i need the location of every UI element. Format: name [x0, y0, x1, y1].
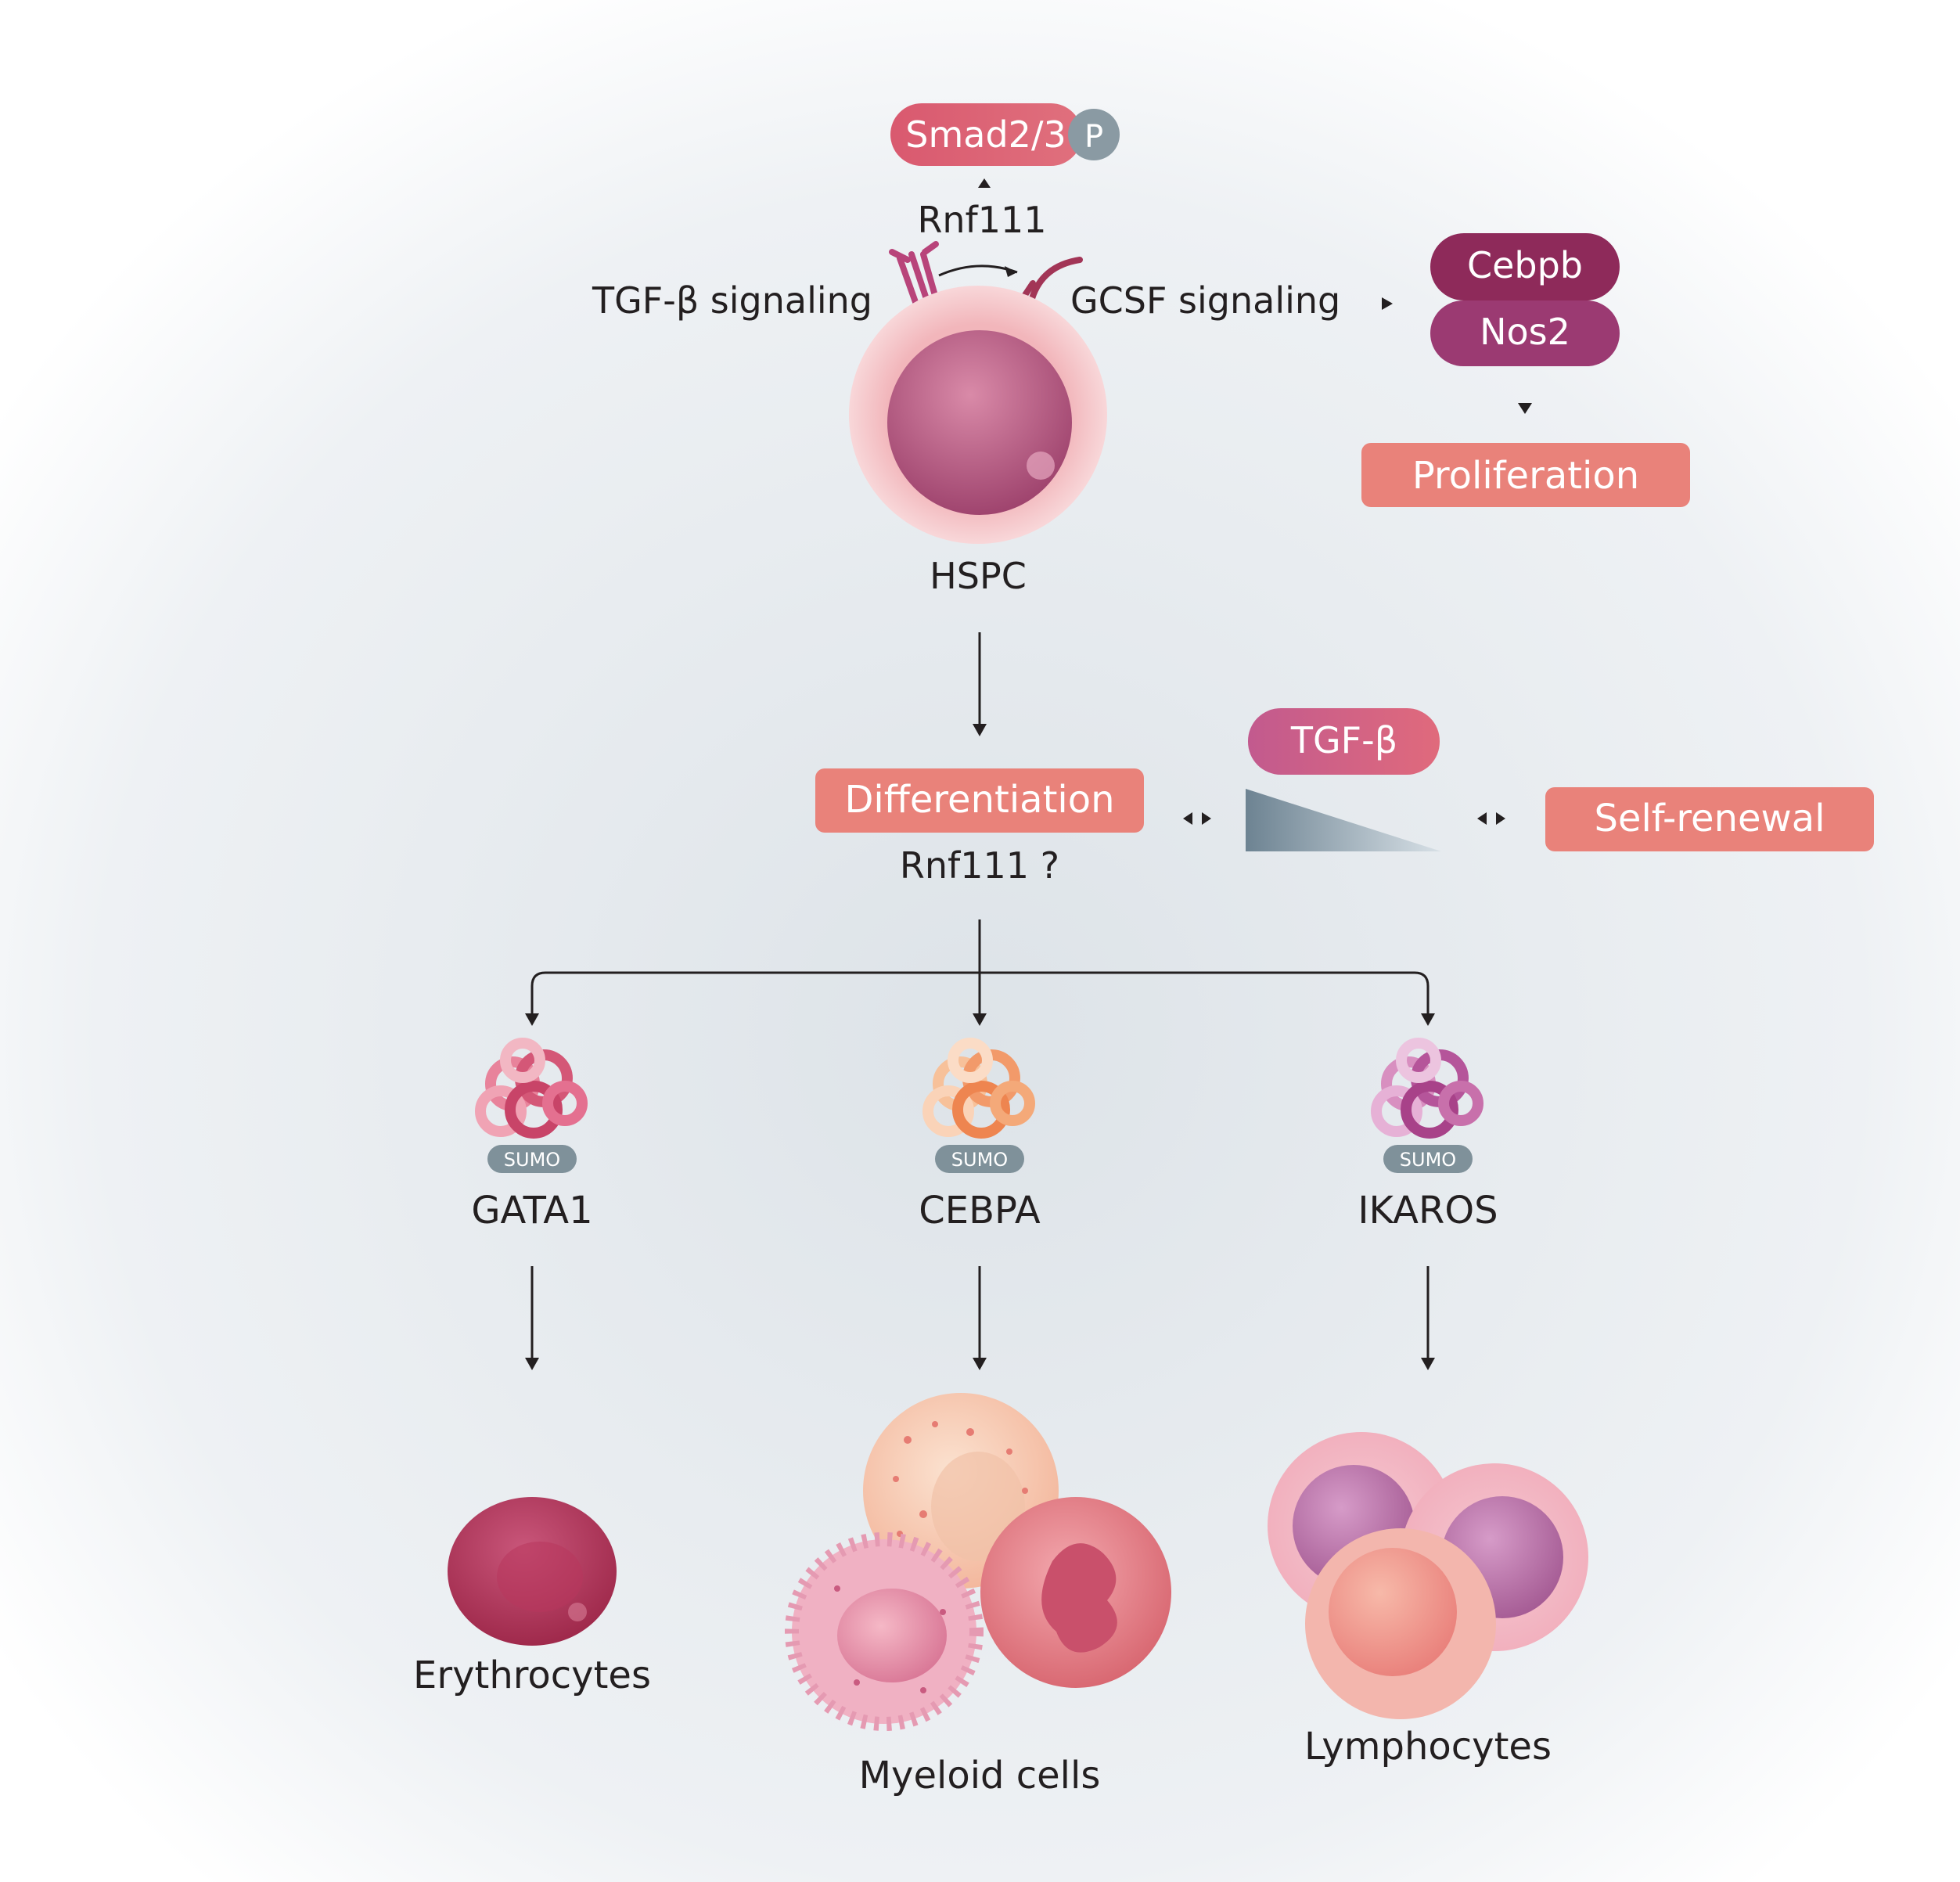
phospho-badge	[1068, 109, 1120, 160]
tgfb-pill	[1248, 708, 1440, 775]
arrowhead-cebpa	[973, 1013, 987, 1026]
self-renewal-box	[1545, 787, 1874, 851]
gata1-sumo-tag	[487, 1145, 577, 1173]
smad-label: Smad2/3	[905, 113, 1066, 156]
gata1-label: GATA1	[471, 1189, 592, 1232]
tgfb-signaling-label: TGF-β signaling	[592, 279, 872, 322]
cebpa-label: CEBPA	[919, 1189, 1041, 1232]
ikaros-protein-icon: SUMO	[1371, 1038, 1483, 1173]
double-arrow-left	[1183, 812, 1211, 825]
smad-phospho-group: Smad2/3 P	[890, 103, 1120, 166]
rnf111-top-label: Rnf111	[917, 199, 1046, 241]
differentiation-label: Differentiation	[844, 778, 1114, 822]
ikaros-sumo-tag	[1383, 1145, 1473, 1173]
cebpb-pill	[1430, 233, 1620, 300]
hspc-to-differentiation-arrowhead	[973, 724, 987, 736]
double-arrow-right	[1477, 812, 1505, 825]
cebpa-protein-icon: SUMO	[922, 1038, 1035, 1173]
hspc-nucleus	[887, 330, 1072, 515]
tgfb-gradient-wedge	[1246, 789, 1441, 851]
ikaros-label: IKAROS	[1358, 1189, 1498, 1232]
differentiation-box	[815, 768, 1144, 833]
arrowhead-ikaros	[1421, 1013, 1435, 1026]
neutrophil-red	[980, 1497, 1171, 1688]
factor-to-cell-arrows	[525, 1266, 1435, 1370]
nos2-pill	[1430, 300, 1620, 366]
arrowhead-to-cebpb	[1382, 297, 1393, 310]
myeloid-cells-group	[785, 1393, 1171, 1731]
cebpa-sumo-tag	[935, 1145, 1024, 1173]
ikaros-sumo-label: SUMO	[1400, 1149, 1456, 1171]
proliferation-label: Proliferation	[1412, 454, 1639, 498]
nos2-label: Nos2	[1480, 311, 1570, 353]
erythrocytes-label: Erythrocytes	[413, 1653, 651, 1697]
arrowhead-to-proliferation	[1518, 403, 1532, 414]
self-renewal-label: Self-renewal	[1594, 797, 1825, 840]
smad-pill	[890, 103, 1082, 166]
arrowhead-to-smad	[978, 178, 991, 188]
hspc-cell	[849, 286, 1107, 544]
arrowhead-gata1	[525, 1013, 539, 1026]
lymphocytes-group	[1268, 1432, 1588, 1719]
gata1-protein-icon: SUMO	[475, 1038, 588, 1173]
tgfb-label: TGF-β	[1290, 719, 1397, 761]
monocyte-spiky	[785, 1532, 984, 1731]
hspc-highlight	[1027, 452, 1055, 480]
phospho-label: P	[1084, 119, 1103, 155]
lymphocytes-label: Lymphocytes	[1304, 1725, 1552, 1769]
gata1-sumo-label: SUMO	[504, 1149, 560, 1171]
cebpb-nos2-stack: Cebpb Nos2	[1430, 233, 1620, 366]
hspc-label: HSPC	[930, 555, 1027, 597]
erythrocyte-cell	[448, 1497, 617, 1646]
proliferation-box	[1361, 443, 1690, 507]
receptor-crosstalk-arrowhead	[1005, 266, 1017, 277]
myeloid-cells-label: Myeloid cells	[859, 1754, 1101, 1797]
cebpa-sumo-label: SUMO	[951, 1149, 1008, 1171]
rnf111-question-label: Rnf111 ?	[900, 844, 1059, 887]
branch-connectors	[525, 919, 1435, 1026]
gcsf-signaling-label: GCSF signaling	[1070, 279, 1340, 322]
cebpb-label: Cebpb	[1467, 244, 1583, 286]
